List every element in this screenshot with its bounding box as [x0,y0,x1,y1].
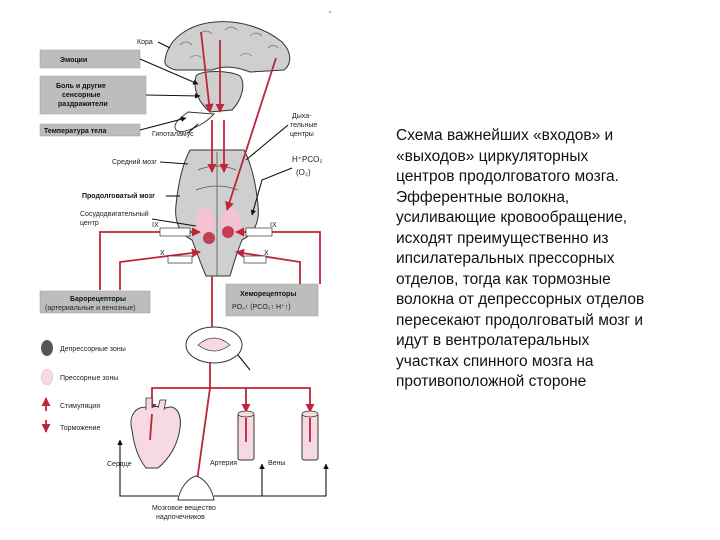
label-adrenal-2: надпочечников [156,514,205,521]
pointer-vasomotor [151,218,197,227]
adrenal-to-veins [262,463,329,497]
label-pain-1: Боль и другие [56,83,106,90]
label-midbrain: Средний мозг [112,158,157,166]
label-vasomotor-2: центр [80,220,99,227]
artery-top [237,410,255,418]
label-h-pco2: H⁺PCO₂ [292,155,322,164]
label-baro-1: Барорецепторы [70,296,126,303]
spinal-ganglion-inner [197,337,231,352]
path-to-adrenal [192,387,211,489]
pointer-hypothalamus [187,123,199,134]
pointer-resp [245,124,289,161]
label-x-left: X [160,250,165,257]
pointer-pain [145,93,201,99]
label-pain-3: раздражители [58,101,108,108]
label-emotions: Эмоции [60,57,87,64]
path-cortex-left [200,31,214,113]
label-baro-2: (артериальные и венозные) [45,305,136,312]
label-vasomotor-1: Сосудодвигательный [80,210,149,218]
diencephalon-shape [194,71,244,113]
label-heart: Сердце [107,461,132,468]
depressor-zone-left [203,232,215,244]
nerve-ix-right [245,227,273,237]
nerve-x-left [167,255,193,264]
label-resp-3: центры [290,131,314,138]
label-x-right: X [264,250,269,257]
path-cortex-right [225,57,277,211]
label-o2: (O₂) [296,168,311,177]
ganglion-tail [237,354,251,371]
label-veins: Вены [268,460,285,467]
nerve-ix-left [159,227,191,237]
heart-vessels [145,397,167,411]
path-to-artery [210,387,251,413]
label-artery: Артерия [210,460,237,467]
legend-inhibition: Торможение [60,425,100,432]
path-to-veins [246,387,315,413]
caption-text: Схема важнейших «входов» и «выходов» цир… [396,127,645,390]
heart-shape [130,406,181,469]
label-adrenal-1: Мозговое вещество [152,505,216,512]
path-x-right [235,248,301,284]
adrenal-to-artery [214,463,265,497]
legend-depressor-swatch [41,340,53,356]
label-cortex: Кора [137,39,153,46]
baroreceptor-box [39,290,151,314]
label-pain-2: сенсорные [62,92,101,99]
legend-pressor: Прессорные зоны [60,375,118,382]
depressor-zone-right [222,226,234,238]
veins-top [301,410,319,418]
label-medulla: Продолговатый мозг [82,192,155,200]
adrenal-shape [177,475,215,501]
label-hypothalamus: Гипоталамус [152,131,194,138]
pointer-temp [139,116,187,131]
legend-pressor-swatch [40,368,54,386]
label-ix-right: IX [270,222,277,229]
pointer-chemo [250,167,293,216]
legend-stimulation: Стимуляция [60,403,100,410]
label-chemo-2: PO₂↑ (PCO₂↑ H⁺↑) [232,304,291,311]
cortex-shape [164,21,291,73]
hypothalamus-shape [174,111,216,133]
heart-mark [149,413,153,441]
nerve-x-right [243,255,267,264]
path-x-left [119,248,201,290]
pointer-midbrain [159,161,189,165]
emotions-box [39,49,141,69]
pointer-emotions [139,58,199,85]
legend-depressor: Депрессорные зоны [60,346,126,353]
label-chemo-1: Хеморецепторы [240,291,296,298]
label-ix-left: IX [152,222,159,229]
pointer-cortex [157,41,171,49]
chemoreceptor-box [225,283,319,317]
cortex-folds [179,26,279,59]
adrenal-to-heart [117,439,178,497]
label-body-temp: Температура тела [44,128,106,135]
label-resp-2: тельные [290,122,317,129]
top-dot [329,11,331,13]
label-resp-1: Дыха- [292,113,312,120]
